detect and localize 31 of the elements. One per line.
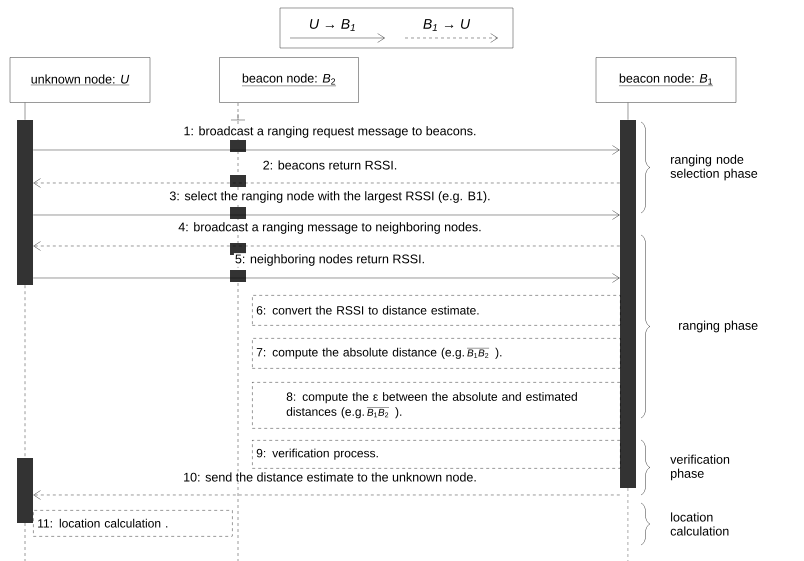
- legend-text: B$_{1}$ → U: [423, 19, 470, 31]
- message-arrow: [33, 145, 620, 155]
- message-arrow: [33, 273, 620, 283]
- edge-label: 3: select the ranging node with the largest RSSI (e.g. B1).: [168, 190, 492, 204]
- message-arrow: [33, 490, 620, 500]
- lifeline: [24, 285, 26, 458]
- lifeline-header: beacon node: B$_{2}$: [219, 57, 359, 103]
- edge-label: 10: send the distance estimate to the unknown node.: [182, 471, 478, 483]
- legend-text: U → B$_{1}$: [310, 19, 355, 31]
- message-arrow: [33, 210, 620, 220]
- phase-label: location calculation: [670, 512, 728, 536]
- process-box: 9: verification process.: [252, 440, 620, 468]
- process-box: 11: location calculation .: [33, 510, 232, 536]
- message-arrow: [33, 178, 620, 188]
- edge-label: 2: beacons return RSSI.: [262, 159, 398, 171]
- process-box: 8: compute the ε between the absolute and estimated distances (e.g. B$_{1}$B$_{2}$ ).: [252, 382, 620, 428]
- lifeline-header: beacon node: B$_{1}$: [596, 57, 736, 103]
- edge-label: 5: neighboring nodes return RSSI.: [234, 253, 426, 267]
- phase-label: verification phase: [670, 454, 730, 480]
- lifeline: [24, 102, 26, 120]
- process-box: 7: compute the absolute distance (e.g. B$_{1}$B$_{2}$ ).: [252, 338, 620, 368]
- lifeline-header: unknown node: U: [10, 57, 150, 103]
- activation-bar: [17, 120, 33, 285]
- phase-label: ranging phase: [679, 320, 758, 332]
- phase-label: ranging node selection phase: [670, 154, 758, 180]
- activation-bar: [620, 120, 636, 488]
- edge-label: 4: broadcast a ranging message to neighboring nodes.: [177, 221, 483, 235]
- activation-bar: [17, 458, 33, 523]
- message-arrow: [33, 241, 620, 251]
- process-box: 6: convert the RSSI to distance estimate.: [252, 295, 620, 326]
- edge-label: 1: broadcast a ranging request message to beacons.: [182, 125, 478, 139]
